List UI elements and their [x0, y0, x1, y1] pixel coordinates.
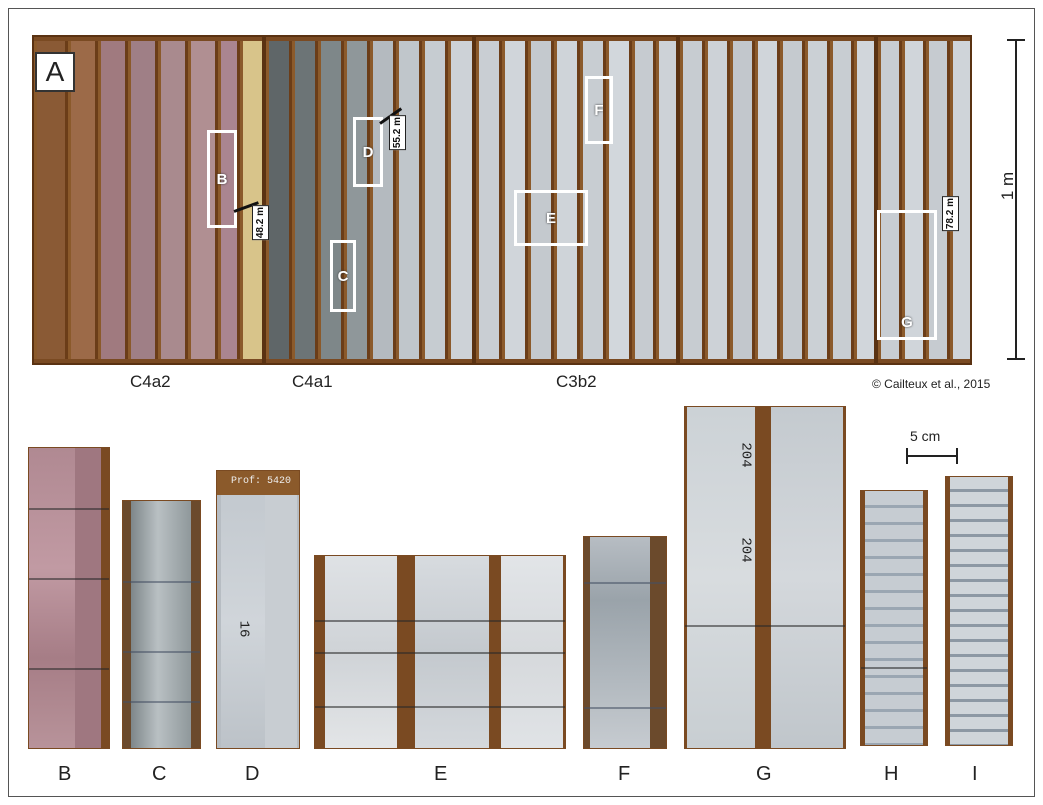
scale-cap-top — [1007, 39, 1025, 41]
detail-photo-i — [945, 476, 1013, 746]
core-mark-g-1: 204 — [737, 442, 754, 468]
core-mark-d: 16 — [235, 620, 252, 638]
detail-label-b: B — [58, 763, 72, 785]
detail-label-f: F — [618, 763, 631, 785]
depth-tag-48: 48.2 m — [252, 205, 269, 241]
detail-label-h: H — [884, 763, 899, 785]
panel-letter: A — [35, 52, 75, 92]
scale-cap-bottom — [1007, 358, 1025, 360]
detail-photo-g: 204 204 — [684, 406, 846, 749]
scale-hcap-left — [906, 448, 908, 464]
depth-tag-78: 78.2 m — [942, 196, 959, 232]
copyright-notice: © Cailteux et al., 2015 — [872, 377, 991, 391]
marker-g: G — [877, 210, 937, 340]
detail-photo-d: Prof: 5420 16 — [216, 470, 300, 749]
scale-label-vertical: 1 m — [998, 171, 1018, 201]
core-mark-g-2: 204 — [737, 537, 754, 563]
scale-hcap-right — [956, 448, 958, 464]
unit-label-c3b2: C3b2 — [556, 372, 597, 391]
core-label-d: Prof: 5420 — [231, 476, 292, 487]
core-box-c3b2-a — [474, 35, 678, 365]
detail-photo-h — [860, 490, 928, 746]
detail-photo-b — [28, 447, 110, 749]
detail-label-e: E — [434, 763, 448, 785]
marker-c: C — [330, 240, 356, 312]
unit-label-c4a2: C4a2 — [130, 372, 171, 391]
detail-label-g: G — [756, 763, 772, 785]
scale-bar-vertical — [1015, 39, 1017, 359]
core-box-c3b2-b — [678, 35, 876, 365]
detail-label-i: I — [972, 763, 978, 785]
detail-label-c: C — [152, 763, 167, 785]
depth-tag-55: 55.2 m — [389, 115, 406, 151]
marker-d: D — [353, 117, 383, 187]
core-box-c4a1 — [264, 35, 474, 365]
scale-label-horizontal: 5 cm — [910, 428, 941, 444]
scale-bar-horizontal — [906, 455, 958, 457]
marker-f: F — [585, 76, 613, 144]
marker-e: E — [514, 190, 588, 246]
unit-label-c4a1: C4a1 — [292, 372, 333, 391]
detail-photo-c — [122, 500, 201, 749]
detail-label-d: D — [245, 763, 260, 785]
marker-b: B — [207, 130, 237, 228]
detail-photo-e — [314, 555, 566, 749]
detail-photo-f — [583, 536, 667, 749]
